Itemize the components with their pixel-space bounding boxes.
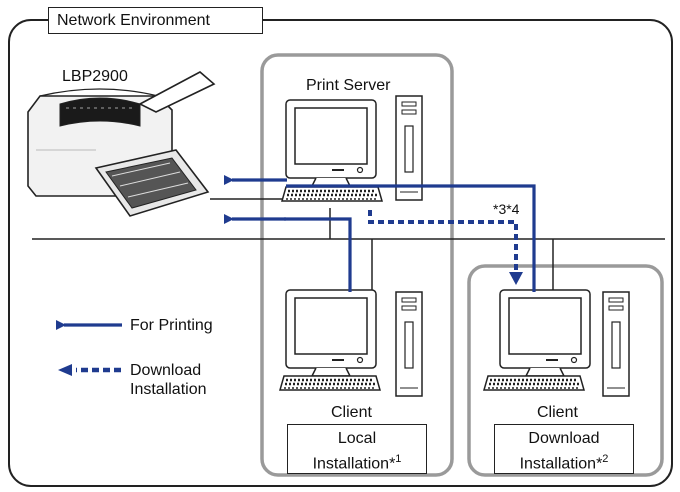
local-install-footnote: 1 [395,453,402,465]
download-note: *3*4 [493,201,520,217]
local-install-line1: Local [337,430,377,447]
environment-frame [8,19,673,487]
client-left-label: Client [331,404,372,421]
download-install-line1: Download [528,430,600,447]
local-installation-box: Local Installation*1 [287,424,427,474]
legend-printing-label: For Printing [130,317,213,334]
download-installation-box: Download Installation*2 [494,424,634,474]
download-client-group-frame [467,264,664,477]
legend-download-label-line1: Download [130,362,202,379]
legend-download-label-line2: Installation [130,381,207,398]
legend-download-arrow [58,364,121,376]
client-right-label: Client [537,404,578,421]
download-arrow [368,210,523,285]
download-install-line2: Installation* [519,455,603,473]
printer-icon [27,71,216,217]
printer-label: LBP2900 [62,68,128,85]
printing-arrows [224,175,536,292]
client-right-computer-icon [482,289,630,397]
title-label: Network Environment [57,12,210,29]
client-left-computer-icon [278,289,423,397]
title-box: Network Environment [48,7,263,34]
server-group-frame [260,53,454,477]
server-label: Print Server [306,77,391,94]
local-install-line2: Installation* [312,455,396,473]
download-install-footnote: 2 [602,453,609,465]
